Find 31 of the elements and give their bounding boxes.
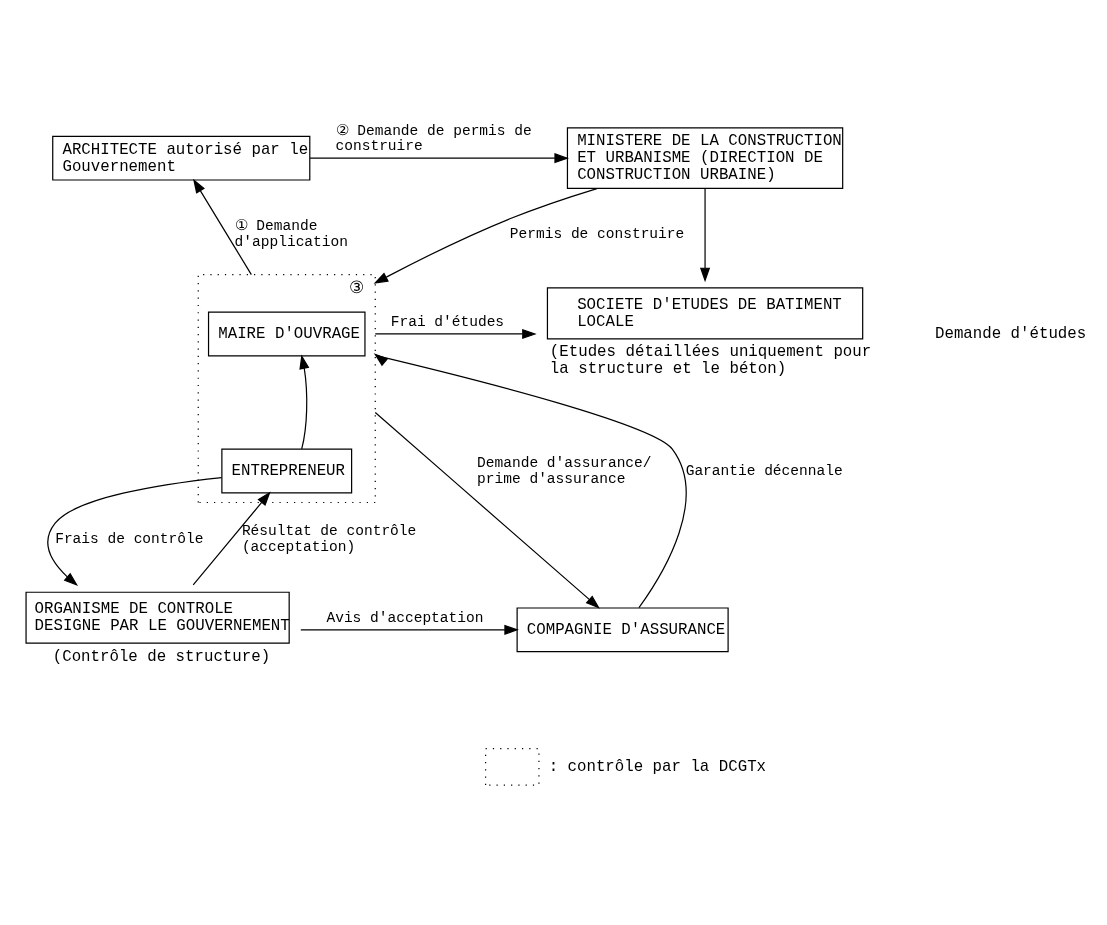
- edge-label: Garantie décennale: [685, 462, 843, 479]
- arrow: [374, 328, 537, 340]
- edge-label: Permis de construire: [509, 226, 685, 243]
- arrow: [309, 153, 569, 164]
- node-box: SOCIETE D'ETUDES DE BATIMENT LOCALE: [546, 287, 864, 340]
- arrow: [193, 178, 252, 276]
- edge-label: ② Demande de permis de construire: [335, 122, 532, 155]
- node-box: ARCHITECTE autorisé par le Gouvernement: [52, 135, 311, 181]
- edge-label: ① Demande d'application: [234, 218, 348, 251]
- arrow: [373, 187, 598, 284]
- arrow: [299, 354, 310, 450]
- node-box: ORGANISME DE CONTROLE DESIGNE PAR LE GOUVERNEMENT: [25, 591, 290, 644]
- node-box: COMPAGNIE D'ASSURANCE: [516, 607, 729, 653]
- arrow: [300, 624, 519, 635]
- arrow: [374, 411, 600, 609]
- edge-label: Frais de contrôle: [55, 530, 204, 547]
- label: Demande d'études: [935, 325, 1087, 344]
- legend-label: : contrôle par la DCGTx: [548, 757, 767, 776]
- arrow: [699, 188, 711, 283]
- node-label: (Contrôle de structure): [52, 647, 271, 666]
- node-box: MINISTERE DE LA CONSTRUCTION ET URBANISME (DIRECTION DE CONSTRUCTION URBAINE): [566, 127, 844, 190]
- node-box: ENTREPRENEUR: [221, 448, 353, 494]
- arrow: [373, 353, 687, 609]
- edge-label: Frai d'études: [390, 314, 505, 331]
- edge-label: Demande d'assurance/ prime d'assurance: [477, 454, 652, 487]
- node-label: (Etudes détaillées uniquement pour la structure et le béton): [549, 343, 872, 379]
- edge-label: Résultat de contrôle (acceptation): [241, 522, 417, 555]
- edge-label: Avis d'acceptation: [326, 610, 484, 627]
- arrow: [47, 476, 223, 587]
- node-box: MAIRE D'OUVRAGE: [207, 311, 366, 357]
- arrow: [192, 491, 271, 586]
